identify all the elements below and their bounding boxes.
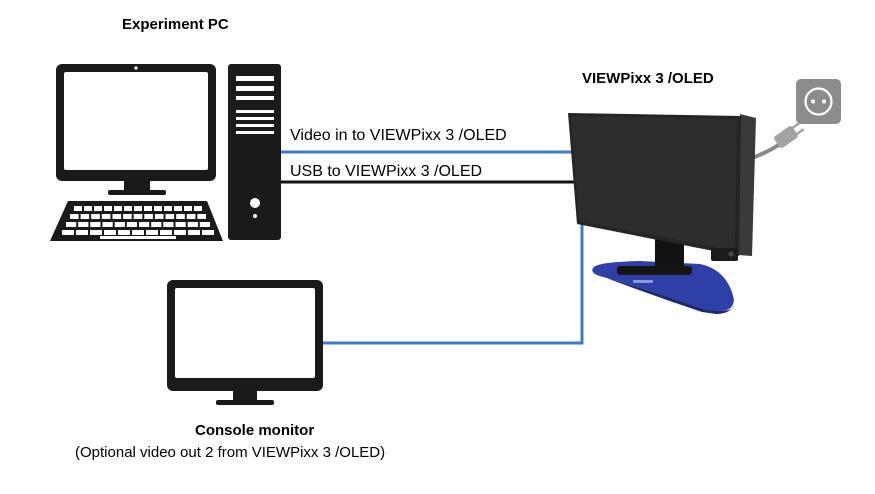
pc-monitor-foot	[108, 190, 166, 195]
keyboard-key	[101, 214, 111, 219]
keyboard-key	[139, 222, 150, 227]
video-in-cable-label: Video in to VIEWPixx 3 /OLED	[290, 127, 507, 144]
console-monitor-label: Console monitor	[195, 422, 315, 439]
keyboard-key	[144, 214, 153, 219]
keyboard-key	[62, 230, 74, 235]
cable-power	[750, 142, 782, 160]
viewpixx-logo-mark	[633, 280, 653, 283]
console-monitor-screen	[175, 288, 315, 378]
cable-video-out	[323, 218, 584, 345]
keyboard-key	[132, 230, 144, 235]
keyboard-key	[187, 222, 198, 227]
keyboard-key	[74, 206, 82, 211]
pc-webcam	[134, 66, 138, 70]
keyboard-key	[94, 206, 102, 211]
console-monitor-sublabel: (Optional video out 2 from VIEWPixx 3 /O…	[75, 444, 386, 461]
pc-drive-bay-3	[236, 96, 274, 100]
keyboard-key	[126, 222, 137, 227]
keyboard-key	[165, 214, 175, 219]
keyboard-key	[144, 206, 152, 211]
plug-body	[774, 126, 798, 148]
keyboard-key	[90, 222, 101, 227]
keyboard-spacebar	[100, 236, 176, 239]
pc-vent-2	[236, 117, 274, 120]
keyboard-key	[134, 206, 142, 211]
keyboard-key	[176, 214, 185, 219]
keyboard-key	[151, 222, 162, 227]
viewpixx-label: VIEWPixx 3 /OLED	[582, 70, 714, 87]
keyboard-key	[160, 230, 172, 235]
keyboard-key	[154, 214, 164, 219]
usb-cable-label: USB to VIEWPixx 3 /OLED	[290, 163, 483, 180]
pc-monitor-neck	[124, 181, 150, 190]
keyboard-key	[194, 206, 202, 211]
power-outlet-icon	[774, 79, 841, 148]
keyboard-key	[90, 230, 102, 235]
keyboard-key	[76, 230, 88, 235]
experiment-pc-label: Experiment PC	[122, 16, 229, 33]
viewpixx-control-button	[728, 251, 734, 257]
viewpixx-monitor-icon	[568, 113, 756, 314]
keyboard-key	[154, 206, 162, 211]
keyboard-key	[163, 222, 174, 227]
pc-keyboard-keys	[62, 206, 214, 239]
keyboard-key	[197, 214, 206, 219]
keyboard-key	[91, 214, 100, 219]
plug-prong-top	[792, 122, 801, 129]
keyboard-key	[114, 206, 122, 211]
keyboard-key	[186, 214, 196, 219]
keyboard-key	[202, 230, 214, 235]
keyboard-key	[199, 222, 210, 227]
plug-prong-bottom	[796, 128, 805, 135]
viewpixx-panel-highlight	[571, 116, 737, 251]
pc-drive-bay-2	[236, 86, 274, 91]
outlet-plate	[796, 79, 841, 124]
keyboard-key	[174, 230, 186, 235]
pc-led	[253, 214, 257, 218]
outlet-socket	[804, 87, 833, 116]
keyboard-key	[102, 222, 113, 227]
keyboard-key	[114, 222, 125, 227]
keyboard-key	[104, 230, 116, 235]
keyboard-key	[188, 230, 200, 235]
keyboard-key	[146, 230, 158, 235]
power-plug-icon	[774, 122, 805, 148]
pc-power-button	[250, 198, 260, 208]
keyboard-key	[175, 222, 186, 227]
console-monitor-foot	[216, 400, 274, 405]
keyboard-key	[80, 214, 90, 219]
monitor-icon	[167, 280, 323, 405]
pc-drive-bay-1	[236, 76, 274, 81]
keyboard-key	[104, 206, 112, 211]
pc-vent-1	[236, 110, 274, 113]
outlet-hole-right	[822, 99, 826, 104]
pc-vent-3	[236, 124, 274, 127]
keyboard-key	[70, 214, 79, 219]
keyboard-key	[118, 230, 130, 235]
keyboard-key	[66, 222, 77, 227]
keyboard-key	[124, 206, 132, 211]
keyboard-key	[123, 214, 132, 219]
keyboard-key	[84, 206, 92, 211]
viewpixx-panel-back	[738, 114, 756, 256]
pc-vent-4	[236, 131, 274, 134]
keyboard-key	[184, 206, 192, 211]
viewpixx-stand-plate	[617, 266, 692, 275]
keyboard-key	[164, 206, 172, 211]
keyboard-key	[112, 214, 122, 219]
keyboard-key	[174, 206, 182, 211]
desktop-computer-icon	[50, 64, 281, 241]
pc-monitor-screen	[64, 72, 208, 170]
console-monitor-neck	[233, 391, 257, 400]
outlet-hole-left	[811, 99, 815, 104]
pc-tower	[228, 64, 281, 240]
viewpixx-control-strip	[711, 248, 738, 261]
keyboard-key	[78, 222, 89, 227]
keyboard-key	[133, 214, 143, 219]
